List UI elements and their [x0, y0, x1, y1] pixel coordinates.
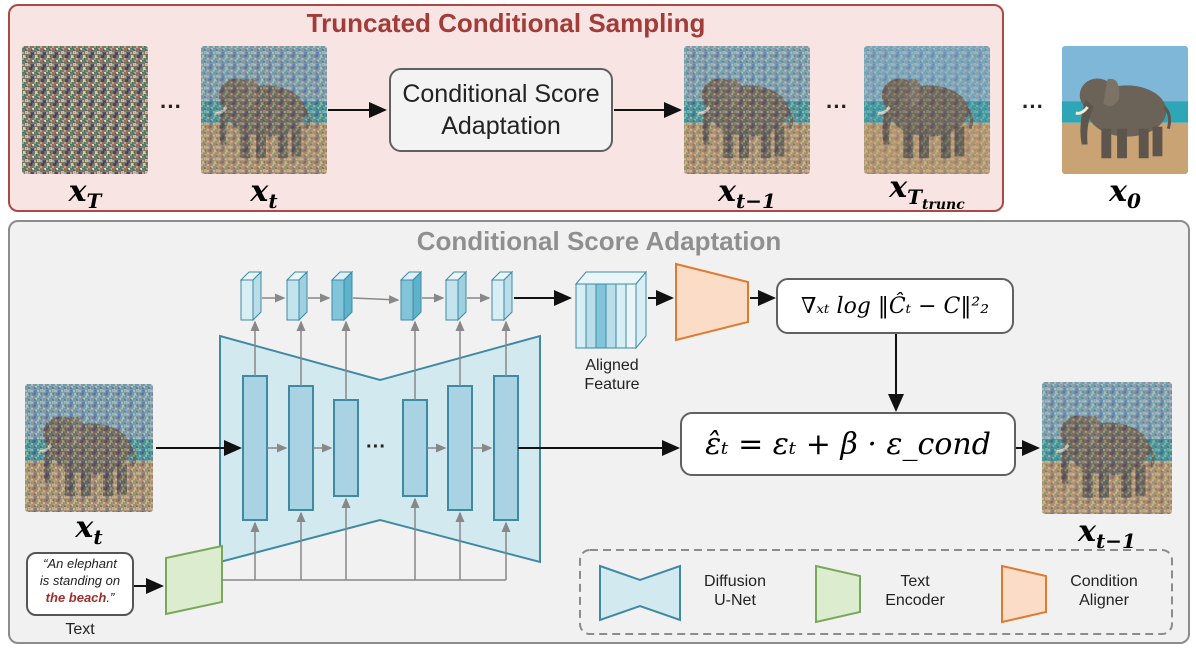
feature-cubes — [239, 270, 514, 322]
legend-box — [579, 549, 1173, 635]
label-xT: xT — [68, 174, 102, 213]
condition-aligner-shape — [675, 262, 749, 342]
unet-block-4 — [402, 399, 428, 497]
aligned-feature-label: Aligned Feature — [584, 357, 640, 394]
unet-block-6 — [493, 375, 519, 521]
legend-aligner-label: Condition Aligner — [1070, 573, 1138, 610]
noisy-image-xt-1 — [684, 46, 810, 174]
text-caption: Text — [65, 621, 95, 638]
noise-image-xT — [22, 46, 148, 174]
ellipsis-1: ··· — [160, 94, 182, 119]
label-x0: x0 — [1109, 174, 1141, 213]
epsilon-formula-box: ε̂ₜ = εₜ + β · ε_cond — [680, 412, 1016, 476]
aligned-feature-stack — [574, 270, 648, 350]
legend-aligner-icon — [1001, 564, 1047, 624]
conditional-score-adaptation-box: Conditional Score Adaptation — [389, 68, 613, 152]
input-label-xt: xt — [75, 510, 103, 549]
box-line-1: Conditional Score — [402, 79, 600, 108]
output-label-xt-1: xt−1 — [1078, 514, 1136, 553]
legend-encoder-icon — [815, 564, 861, 624]
legend-unet-icon — [599, 564, 681, 622]
unet-block-2 — [288, 385, 314, 511]
gradient-formula-box: ∇ₓₜ log ‖Ĉₜ − C‖²₂ — [776, 278, 1014, 334]
legend-encoder-label: Text Encoder — [885, 573, 945, 610]
text-encoder-shape — [165, 544, 223, 616]
unet-ellipsis: ··· — [366, 436, 386, 458]
beach-highlight: the beach — [45, 589, 107, 605]
output-image-xt-1 — [1042, 382, 1172, 514]
unet-block-3 — [333, 399, 359, 497]
noisy-image-xtrunc — [864, 46, 990, 174]
noisy-image-xt — [201, 46, 327, 174]
legend-unet-label: Diffusion U-Net — [704, 573, 766, 610]
text-prompt-box: “An elephant is standing on the beach.” — [26, 552, 134, 616]
label-xt: xt — [250, 174, 278, 213]
box-line-2: Adaptation — [441, 112, 561, 140]
label-xt-1: xt−1 — [718, 174, 776, 213]
unet-block-5 — [447, 385, 473, 511]
label-xtrunc: xTtrunc — [889, 170, 965, 213]
ellipsis-2: ··· — [826, 94, 848, 119]
score-adaptation-title: Conditional Score Adaptation — [416, 226, 782, 256]
input-image-xt — [25, 384, 153, 512]
unet-block-1 — [242, 375, 268, 521]
ellipsis-3: ··· — [1022, 94, 1044, 119]
truncated-sampling-title: Truncated Conditional Sampling — [306, 8, 706, 38]
